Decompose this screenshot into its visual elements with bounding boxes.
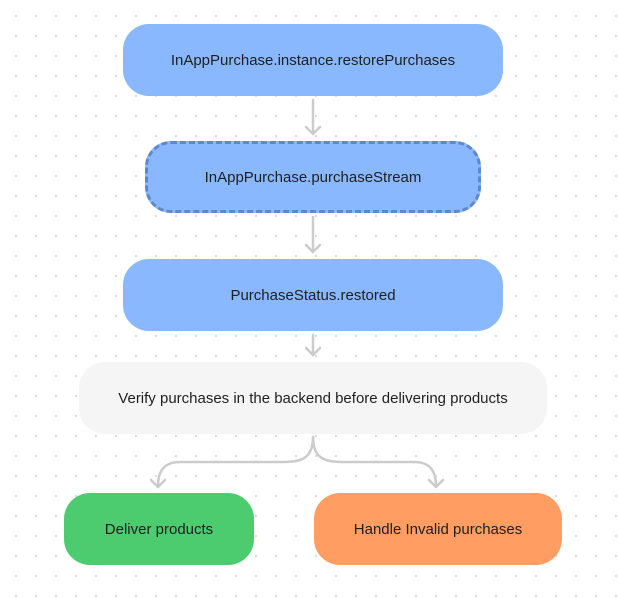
arrow-verify-to-deliver: [149, 435, 315, 489]
verify-purchases-node: Verify purchases in the backend before d…: [79, 362, 547, 434]
deliver-products-label: Deliver products: [104, 520, 214, 538]
restore-purchases-node: InAppPurchase.instance.restorePurchases: [123, 24, 503, 96]
purchase-status-restored-label: PurchaseStatus.restored: [230, 286, 396, 304]
handle-invalid-purchases-node: Handle Invalid purchases: [314, 493, 562, 565]
verify-purchases-label: Verify purchases in the backend before d…: [118, 389, 508, 407]
arrow-verify-to-invalid: [311, 435, 445, 489]
restore-purchases-label: InAppPurchase.instance.restorePurchases: [170, 51, 456, 69]
deliver-products-node: Deliver products: [64, 493, 254, 565]
purchase-stream-node: InAppPurchase.purchaseStream: [145, 141, 481, 213]
arrow-status-to-verify: [304, 333, 322, 357]
purchase-status-restored-node: PurchaseStatus.restored: [123, 259, 503, 331]
arrow-stream-to-status: [304, 215, 322, 254]
purchase-stream-label: InAppPurchase.purchaseStream: [204, 168, 422, 186]
arrow-restore-to-stream: [304, 98, 322, 136]
handle-invalid-purchases-label: Handle Invalid purchases: [353, 520, 523, 538]
